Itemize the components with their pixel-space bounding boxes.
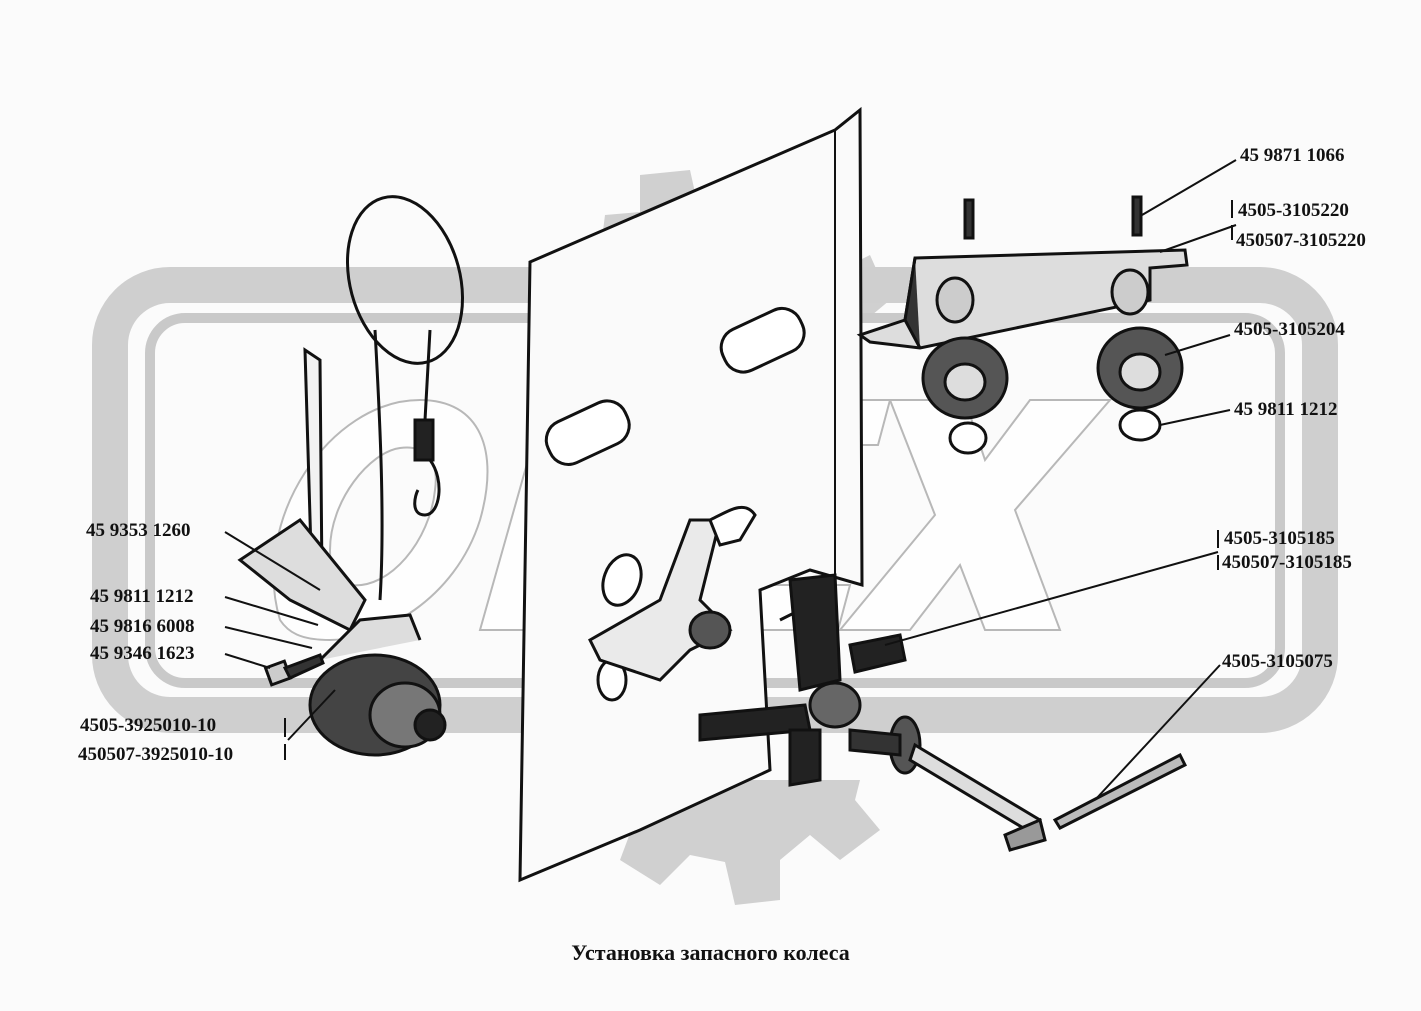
- label-45-9811-1212-right: 45 9811 1212: [1234, 399, 1338, 420]
- label-45-9811-1212-left: 45 9811 1212: [90, 586, 194, 607]
- screw-shaft: [848, 715, 1188, 852]
- label-45-9816-6008: 45 9816 6008: [90, 616, 195, 637]
- leader-lines: [224, 159, 1237, 801]
- center-bracket: [588, 505, 757, 682]
- label-4505-3105075: 4505-3105075: [1222, 651, 1333, 672]
- label-45-9353-1260: 45 9353 1260: [86, 520, 191, 541]
- label-4505-3105185: 4505-3105185: [1224, 528, 1335, 549]
- label-4505-3105220: 4505-3105220: [1238, 200, 1349, 221]
- label-4505-3105204: 4505-3105204: [1234, 319, 1345, 340]
- label-4505-3925010-10: 4505-3925010-10: [80, 715, 217, 736]
- cable-hook: [345, 195, 465, 601]
- label-450507-3105185: 450507-3105185: [1222, 552, 1352, 573]
- figure-caption: Установка запасного колеса: [571, 940, 850, 965]
- panel-slots: [544, 306, 806, 702]
- winch-assembly: [237, 347, 447, 757]
- label-450507-3105220: 450507-3105220: [1236, 230, 1366, 251]
- bearings: [921, 326, 1184, 455]
- label-450507-3925010-10: 450507-3925010-10: [78, 744, 234, 765]
- left-bolt: [263, 653, 325, 687]
- roller-bracket: [856, 195, 1189, 350]
- label-45-9871-1066: 45 9871 1066: [1240, 145, 1345, 166]
- label-45-9346-1623: 45 9346 1623: [90, 643, 195, 664]
